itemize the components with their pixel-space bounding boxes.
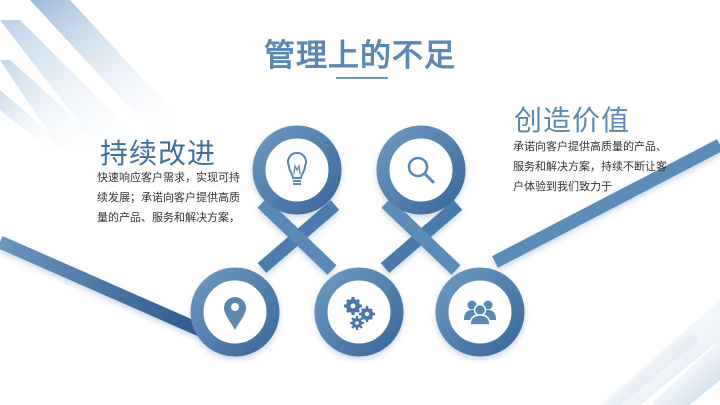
- map-pin-icon: [224, 297, 246, 330]
- magnifier-icon: [407, 156, 435, 184]
- page-title: 管理上的不足: [264, 38, 456, 74]
- left-text-line: 快速响应客户需求，实现可持: [97, 171, 240, 184]
- left-block-text: 快速响应客户需求，实现可持 续发展；承诺向客户提供高质 量的产品、服务和解决方案…: [97, 168, 257, 228]
- left-block-heading: 持续改进: [100, 137, 217, 170]
- decor-stripes-bottom-right: [600, 300, 720, 405]
- left-text-line: 量的产品、服务和解决方案，: [97, 211, 240, 224]
- right-text-line: 承诺向客户提供高质量的产品、: [513, 140, 667, 153]
- gears-icon: [344, 297, 375, 330]
- users-icon: [464, 300, 496, 326]
- right-block-heading: 创造价值: [514, 104, 631, 137]
- right-block-text: 承诺向客户提供高质量的产品、 服务和解决方案，持续不断让客 户体验到我们致力于: [513, 137, 683, 197]
- decor-stripes-top-left: [0, 0, 190, 150]
- left-text-line: 续发展；承诺向客户提供高质: [97, 191, 240, 204]
- right-text-line: 户体验到我们致力于: [513, 180, 612, 193]
- title-underline: [336, 77, 388, 79]
- lightbulb-icon: [287, 151, 307, 185]
- right-text-line: 服务和解决方案，持续不断让客: [513, 160, 667, 173]
